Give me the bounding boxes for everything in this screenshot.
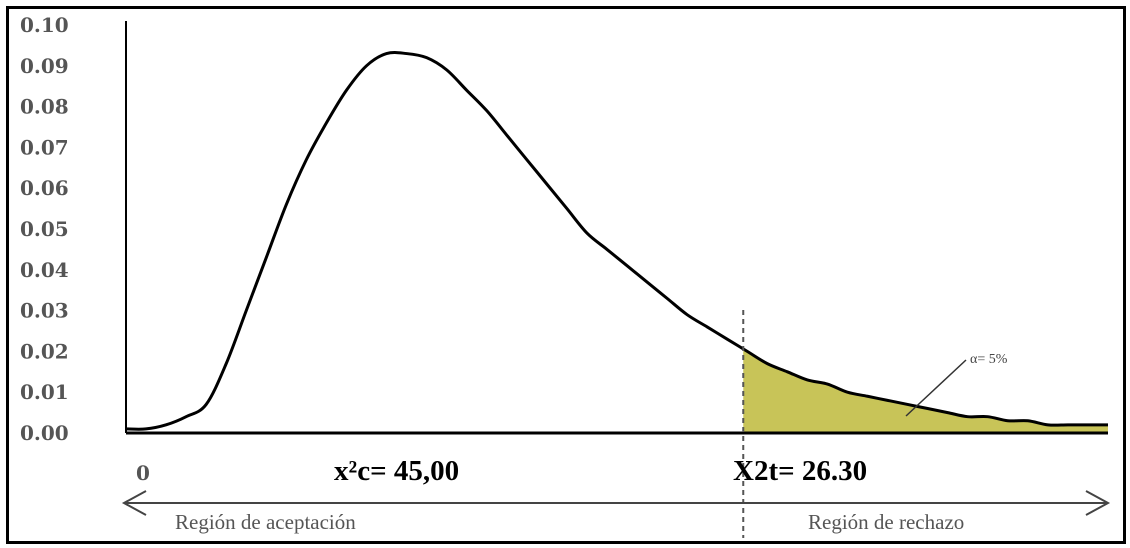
y-tick-label: 0.08 [20, 95, 69, 119]
region-arrow-right-head [1085, 490, 1111, 516]
critical-chi-square-label: X2t= 26.30 [733, 455, 867, 487]
chart-frame [6, 6, 1126, 544]
y-tick-label: 0.05 [20, 217, 69, 241]
alpha-label: α= 5% [970, 352, 1008, 367]
x-tick-label-0: 0 [136, 461, 150, 485]
rejection-area [743, 348, 1108, 433]
acceptance-region-label: Región de aceptación [175, 510, 356, 534]
alpha-pointer-line [905, 359, 967, 417]
density-curve [125, 50, 1108, 431]
y-tick-labels: 0.10 0.09 0.08 0.07 0.06 0.05 0.04 0.03 0.02 0.01… [20, 13, 69, 445]
y-tick-label: 0.09 [20, 54, 69, 78]
plot-area [121, 21, 1111, 538]
y-tick-label: 0.04 [20, 258, 69, 282]
y-tick-label: 0.03 [20, 299, 69, 323]
region-arrow-left-head [121, 490, 147, 516]
rejection-region-label: Región de rechazo [808, 510, 964, 534]
y-tick-label: 0.00 [20, 421, 69, 445]
y-tick-label: 0.07 [20, 135, 69, 159]
y-tick-label: 0.06 [20, 176, 69, 200]
calculated-chi-square-label: x²c= 45,00 [334, 455, 459, 487]
y-tick-label: 0.10 [20, 13, 69, 37]
y-tick-label: 0.02 [20, 339, 69, 363]
y-tick-label: 0.01 [20, 380, 69, 404]
